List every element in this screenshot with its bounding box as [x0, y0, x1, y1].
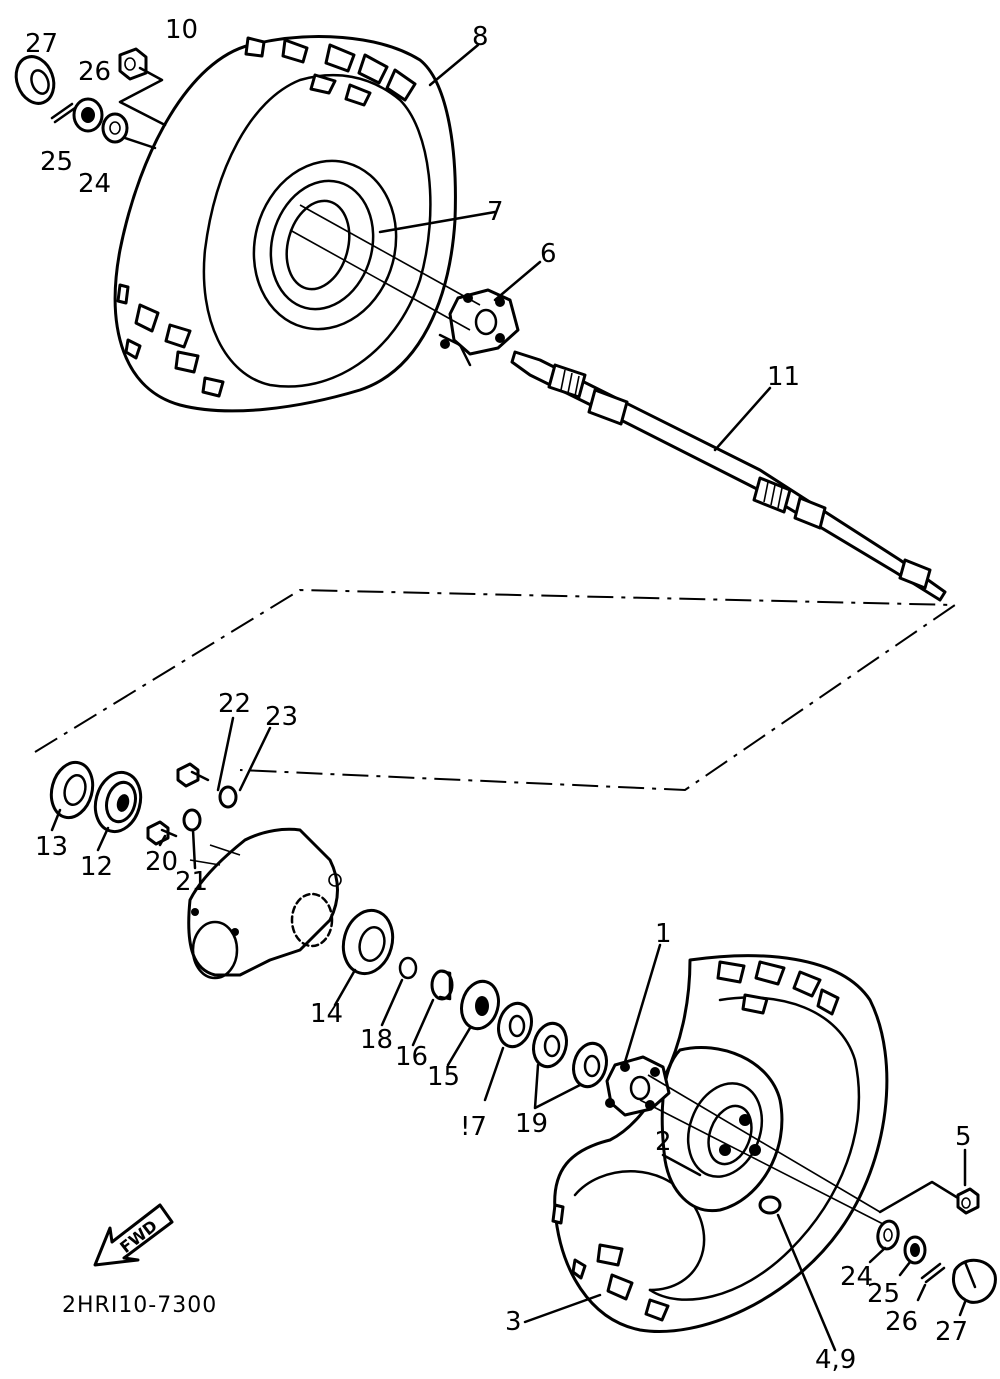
label-part-8: 8	[472, 22, 489, 52]
label-part-18: 18	[360, 1025, 393, 1055]
label-part-24-bottom: 24	[840, 1262, 873, 1292]
label-part-12: 12	[80, 852, 113, 882]
drawing-code: 2HRI10-7300	[62, 1293, 217, 1318]
label-part-11: 11	[767, 362, 800, 392]
top-wheel-assembly	[113, 35, 457, 413]
part-labels: 27 10 26 25 24 8 7 6 11 22 23 13 12 20 2…	[25, 15, 972, 1375]
rear-axle-part-11	[510, 350, 947, 602]
label-part-25-bottom: 25	[867, 1279, 900, 1309]
label-part-25-top: 25	[40, 147, 73, 177]
label-part-10: 10	[165, 15, 198, 45]
label-part-7: 7	[487, 197, 504, 227]
leader-lines	[50, 43, 967, 1352]
label-part-3: 3	[505, 1307, 522, 1337]
label-part-27-bottom: 27	[935, 1317, 968, 1347]
label-part-21: 21	[175, 867, 208, 897]
bearing-housing-group	[49, 760, 608, 1089]
label-part-17: !7	[460, 1112, 487, 1142]
label-part-6: 6	[540, 239, 557, 269]
fwd-arrow-icon: FWD	[93, 1203, 174, 1267]
label-part-23: 23	[265, 702, 298, 732]
label-part-24-top: 24	[78, 169, 111, 199]
label-part-5: 5	[955, 1122, 972, 1152]
label-part-14: 14	[310, 999, 343, 1029]
alignment-boundary-line	[34, 588, 959, 792]
label-part-13: 13	[35, 832, 68, 862]
label-part-15: 15	[427, 1062, 460, 1092]
label-part-4-9: 4,9	[815, 1345, 856, 1375]
label-part-20: 20	[145, 847, 178, 877]
label-part-1: 1	[655, 919, 672, 949]
label-part-19: 19	[515, 1109, 548, 1139]
top-hardware-group	[14, 47, 167, 150]
top-hub-part-6	[438, 288, 520, 367]
bottom-hardware-group	[876, 1180, 997, 1304]
label-part-22: 22	[218, 689, 251, 719]
label-part-26-bottom: 26	[885, 1307, 918, 1337]
bottom-wheel-assembly	[551, 954, 889, 1333]
label-part-16: 16	[395, 1042, 428, 1072]
bottom-hub-part-1	[605, 1055, 671, 1117]
label-part-26-top: 26	[78, 57, 111, 87]
label-part-2: 2	[655, 1127, 672, 1157]
label-part-27-top: 27	[25, 29, 58, 59]
